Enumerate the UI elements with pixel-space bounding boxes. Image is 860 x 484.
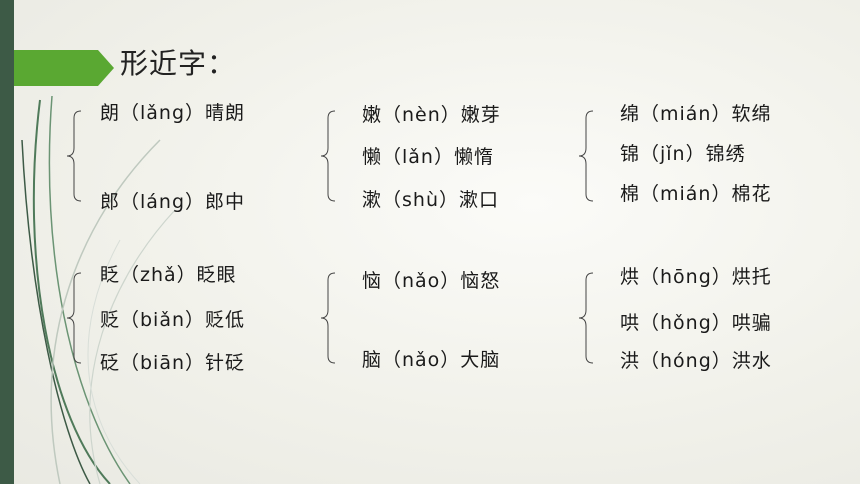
brace-group-4 <box>66 272 82 364</box>
word-item: 恼（nǎo）恼怒 <box>362 270 501 292</box>
word-item: 嫩（nèn）嫩芽 <box>362 104 501 126</box>
brace-group-2 <box>320 110 336 202</box>
word-item: 洪（hóng）洪水 <box>620 350 772 372</box>
word-item: 贬（biǎn）贬低 <box>100 309 246 331</box>
word-item: 烘（hōng）烘托 <box>620 266 772 288</box>
left-accent-bar <box>0 0 14 484</box>
word-item: 眨（zhǎ）眨眼 <box>100 264 237 286</box>
brace-group-3 <box>578 110 594 202</box>
word-item: 朗（lǎng）晴朗 <box>100 102 246 124</box>
brace-group-5 <box>320 272 336 364</box>
word-item: 哄（hǒng）哄骗 <box>620 312 772 334</box>
word-item: 棉（mián）棉花 <box>620 183 772 205</box>
brace-group-6 <box>578 272 594 364</box>
word-item: 脑（nǎo）大脑 <box>362 349 501 371</box>
title-arrow-shape <box>14 50 114 86</box>
decorative-swoosh <box>21 95 176 484</box>
word-item: 锦（jǐn）锦绣 <box>620 143 746 165</box>
word-item: 郎（láng）郎中 <box>100 191 246 213</box>
page-title: 形近字： <box>120 47 237 80</box>
word-item: 砭（biān）针砭 <box>100 352 246 374</box>
word-item: 懒（lǎn）懒惰 <box>362 146 494 168</box>
brace-group-1 <box>66 110 82 202</box>
word-item: 绵（mián）软绵 <box>620 103 772 125</box>
word-item: 漱（shù）漱口 <box>362 189 499 211</box>
